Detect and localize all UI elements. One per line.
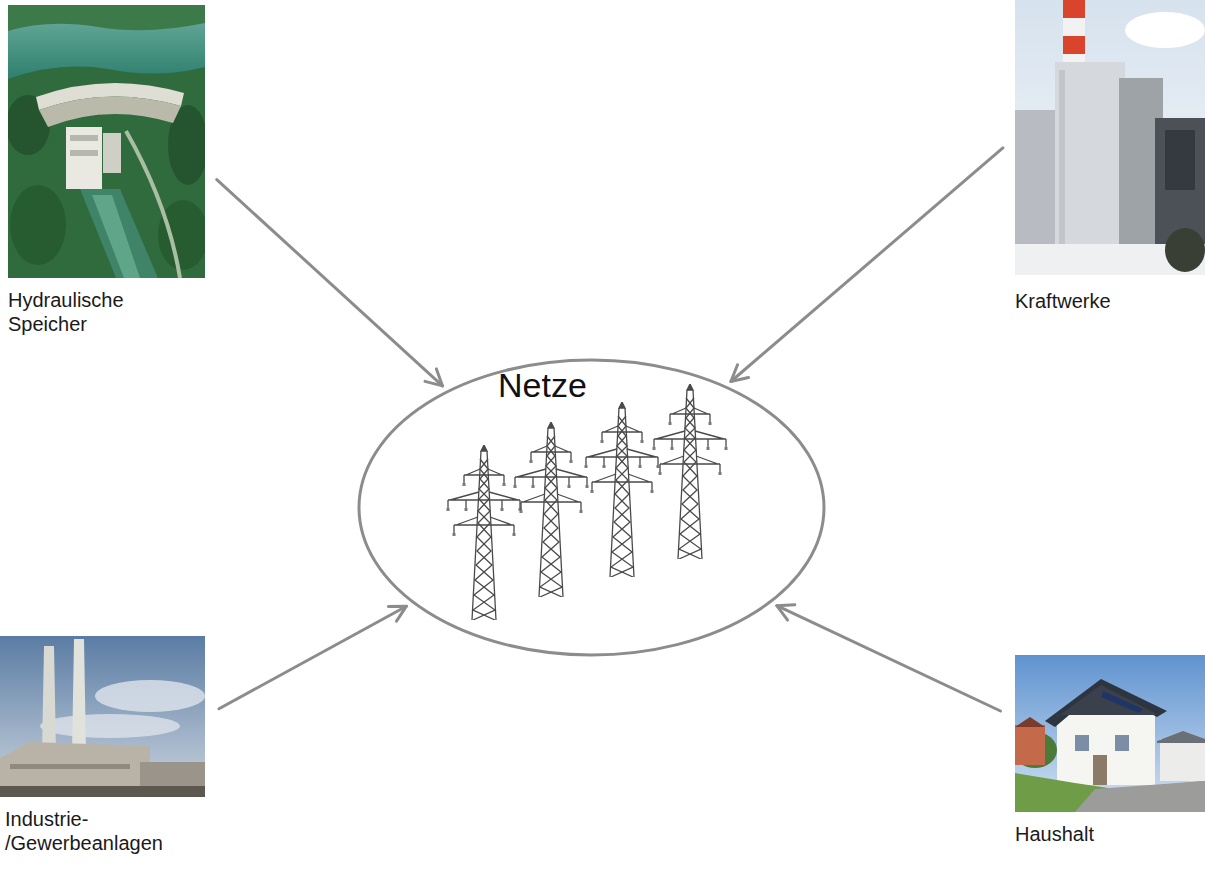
power-plant-photo (1015, 0, 1205, 275)
connector-line (219, 606, 406, 709)
industry-photo-part (95, 680, 205, 712)
arrow-head (425, 369, 443, 386)
pylons-illustration (430, 370, 750, 630)
industry-photo-part (42, 646, 56, 754)
house-photo-part (1015, 725, 1045, 765)
house-photo (1015, 655, 1205, 812)
industry-photo-part (10, 764, 130, 769)
dam-photo-part (92, 195, 140, 278)
pylon (585, 402, 660, 577)
dam-photo-part (126, 131, 180, 278)
house-photo-part (1093, 755, 1107, 785)
house-photo-part (1057, 713, 1155, 785)
house-photo-part (1160, 739, 1205, 781)
power-plant-node: Kraftwerke (1015, 0, 1205, 313)
power-plant-photo-part (1063, 0, 1085, 18)
power-plant-photo-part (1063, 36, 1085, 54)
pylon (514, 422, 589, 597)
dam-photo-part (80, 189, 158, 278)
industry-photo-part (40, 714, 180, 738)
power-plant-photo-part (1125, 12, 1205, 48)
industry-photo (0, 636, 205, 797)
connector-line (777, 606, 1001, 711)
photo-caption: Haushalt (1015, 822, 1205, 846)
dam-photo-part (8, 5, 205, 79)
ellipse-outline (357, 358, 826, 657)
photo-caption: Industrie- /Gewerbeanlagen (5, 807, 207, 855)
dam-photo-part (103, 133, 121, 173)
household-node: Haushalt (1015, 655, 1205, 846)
house-photo-part (1115, 735, 1129, 751)
industry-photo-part (0, 636, 205, 797)
pylon (653, 384, 728, 559)
house-photo-part (1015, 717, 1045, 727)
arrow-connector (219, 606, 406, 709)
house-photo-part (1157, 731, 1205, 743)
arrow-head (388, 606, 406, 621)
dam-photo-part (39, 96, 181, 127)
photo-caption: Kraftwerke (1015, 289, 1205, 313)
arrow-connector (777, 605, 1001, 711)
hydro-storage-node: Hydraulische Speicher (8, 5, 207, 336)
house-photo-part (1015, 773, 1205, 812)
power-plant-photo-part (1059, 70, 1065, 270)
node-title: Netze (498, 366, 587, 405)
arrow-head (777, 605, 795, 620)
house-photo-part (1075, 781, 1205, 812)
photo-caption: Hydraulische Speicher (8, 288, 207, 336)
dam-photo-part (66, 127, 102, 189)
dam-photo (8, 5, 205, 278)
industry-photo-part (72, 639, 86, 754)
dam-photo-part (70, 150, 98, 156)
house-photo-part (1075, 735, 1089, 751)
grid-ellipse: Netze (357, 358, 826, 657)
house-photo-part (1101, 691, 1143, 713)
power-plant-photo-part (1165, 130, 1195, 190)
house-photo-part (1015, 655, 1205, 812)
dam-photo-part (8, 5, 205, 31)
house-photo-part (1045, 679, 1167, 727)
arrow-connector (217, 180, 443, 386)
connector-line (217, 180, 443, 386)
industry-node: Industrie- /Gewerbeanlagen (0, 636, 207, 855)
connector-line (731, 148, 1003, 382)
house-photo-part (1057, 685, 1155, 717)
pylon (447, 445, 522, 620)
power-plant-photo-part (1165, 228, 1205, 272)
industry-photo-part (0, 786, 205, 797)
dam-photo-part (70, 135, 98, 141)
power-plant-photo-part (1015, 0, 1205, 275)
arrow-connector (731, 148, 1003, 382)
dam-photo-part (158, 200, 205, 270)
dam-photo-part (10, 185, 66, 265)
ellipse-outline (359, 360, 824, 655)
power-plant-photo-part (1055, 62, 1125, 275)
arrow-head (731, 365, 749, 382)
